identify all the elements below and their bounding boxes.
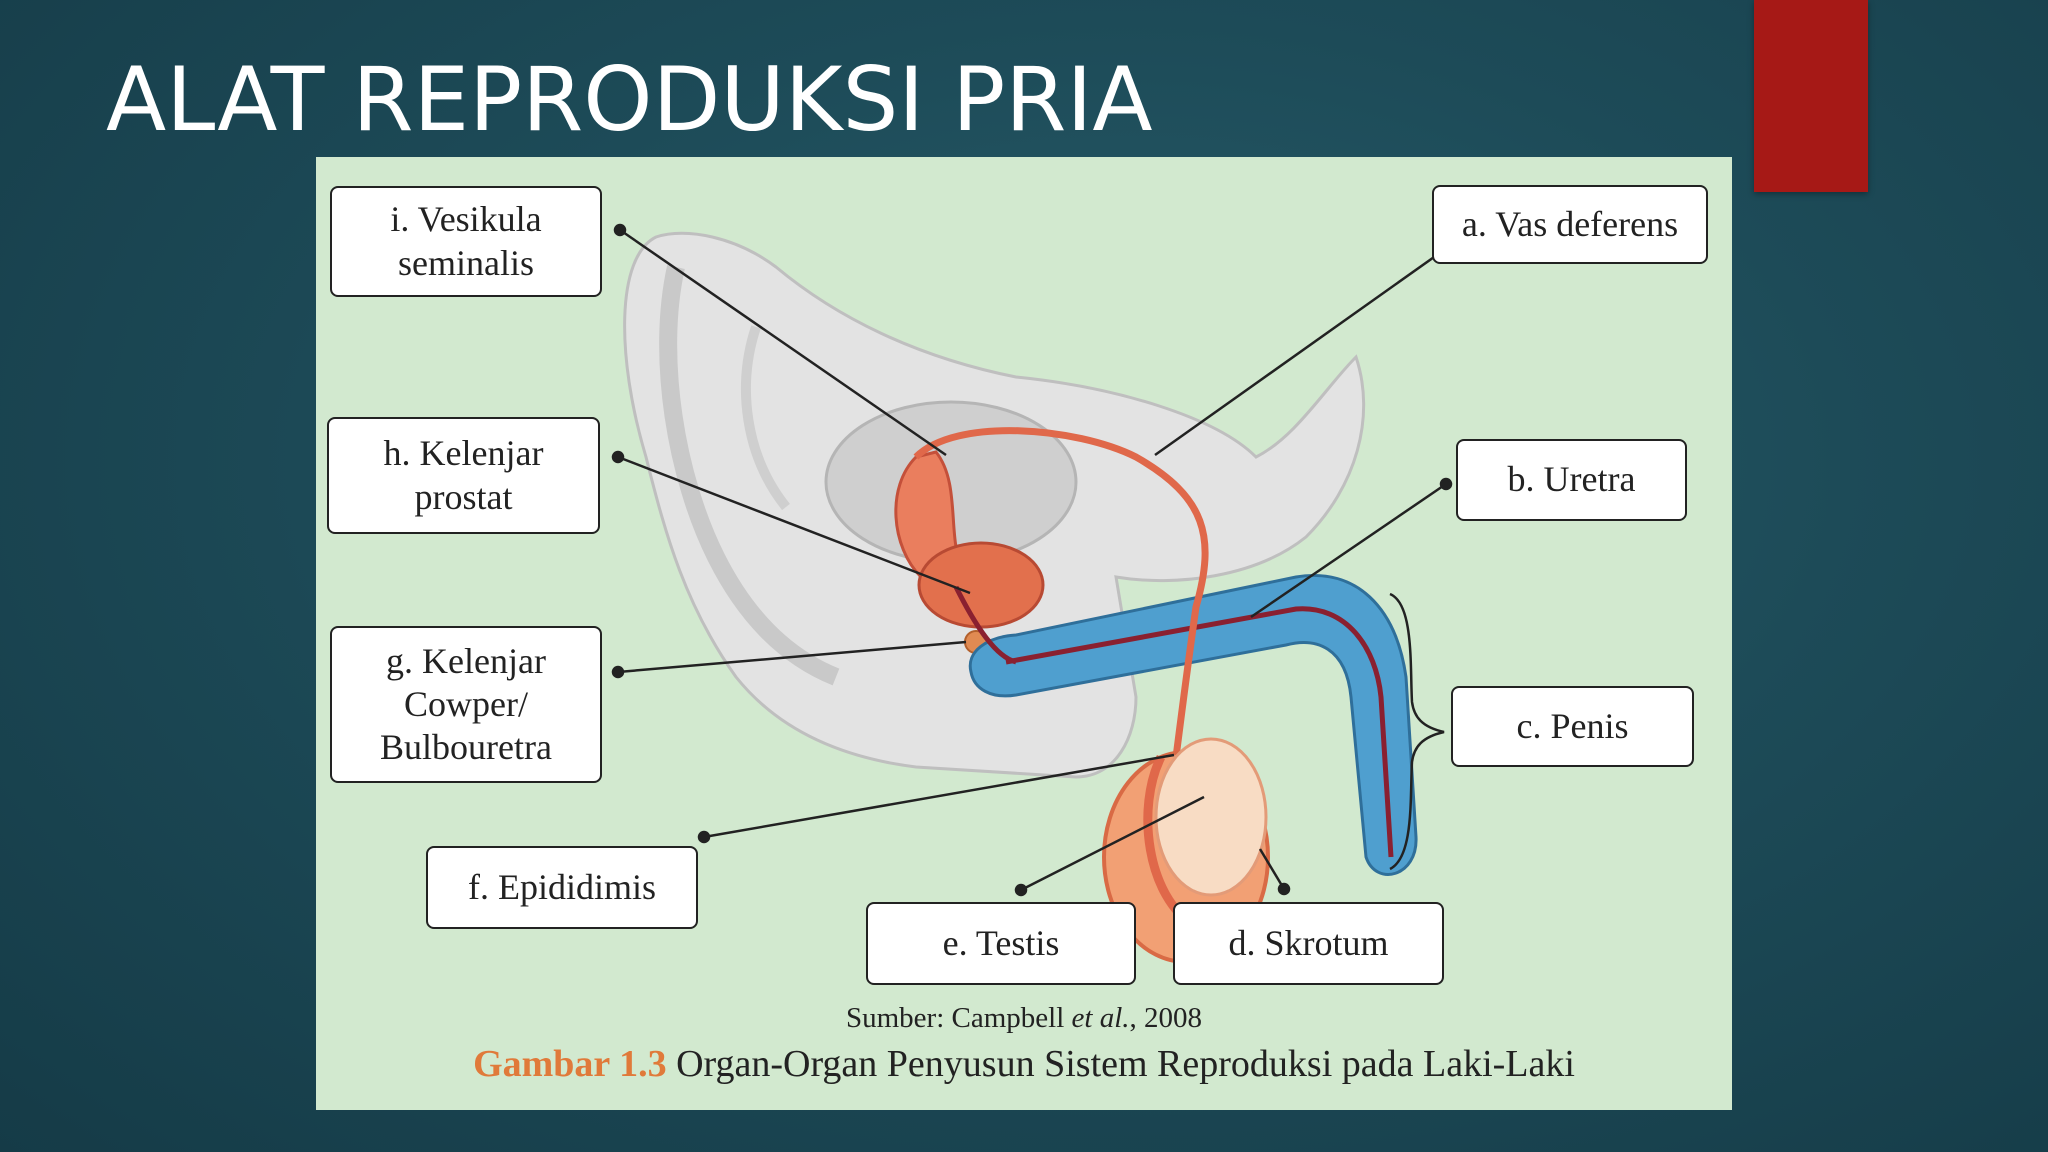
source-italic: et al. xyxy=(1071,1002,1130,1034)
label-kelenjar-cowper: g. Kelenjar Cowper/ Bulbouretra xyxy=(330,626,602,783)
penis-bracket xyxy=(1389,592,1445,871)
label-epididimis: f. Epididimis xyxy=(426,846,698,929)
accent-bar xyxy=(1754,0,1868,192)
testis xyxy=(1154,737,1268,897)
urethra xyxy=(1005,606,1394,858)
label-vesikula-seminalis: i. Vesikula seminalis xyxy=(330,186,602,297)
slide-title: ALAT REPRODUKSI PRIA xyxy=(106,48,1153,151)
figure-source: Sumber: Campbell et al., 2008 xyxy=(316,1002,1732,1035)
vas-deferens-tube xyxy=(913,427,1209,798)
label-testis: e. Testis xyxy=(866,902,1136,985)
label-vas-deferens: a. Vas deferens xyxy=(1432,185,1708,264)
figure-caption: Gambar 1.3 Organ-Organ Penyusun Sistem R… xyxy=(316,1042,1732,1086)
label-kelenjar-prostat: h. Kelenjar prostat xyxy=(327,417,600,534)
prostate xyxy=(917,541,1045,629)
reproductive-system-figure: i. Vesikula seminalis h. Kelenjar prosta… xyxy=(316,157,1732,1110)
label-skrotum: d. Skrotum xyxy=(1173,902,1444,985)
source-suffix: , 2008 xyxy=(1129,1002,1203,1034)
source-prefix: Sumber: Campbell xyxy=(845,1002,1072,1034)
label-uretra: b. Uretra xyxy=(1456,439,1687,521)
pelvic-outline xyxy=(741,325,790,511)
leader-lines xyxy=(611,223,1453,897)
spine-shape xyxy=(659,265,840,686)
caption-number: Gambar 1.3 xyxy=(473,1043,667,1085)
urethra-inner xyxy=(953,585,1017,665)
caption-text: Organ-Organ Penyusun Sistem Reproduksi p… xyxy=(666,1043,1575,1085)
label-penis: c. Penis xyxy=(1451,686,1694,767)
